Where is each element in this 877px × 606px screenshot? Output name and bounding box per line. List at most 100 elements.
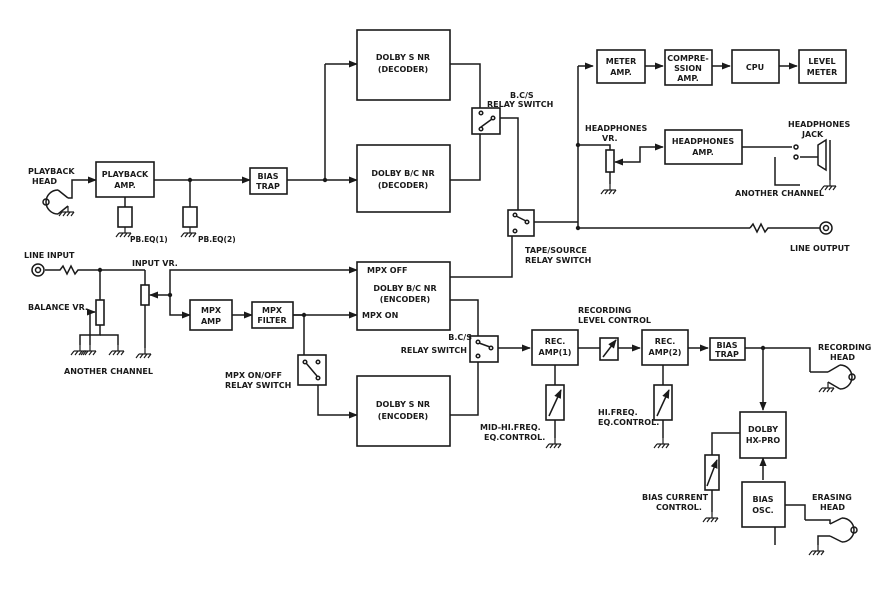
rec-amp1-block: REC. AMP(1) xyxy=(531,329,579,366)
meter-amp-line1: METER xyxy=(606,57,637,66)
erasing-head-label-2: HEAD xyxy=(820,503,845,512)
rec-amp2-line1: REC. xyxy=(655,337,676,346)
erasing-head-label-1: ERASING xyxy=(812,493,852,502)
compression-amp-line3: AMP. xyxy=(677,74,699,83)
hi-freq-label-2: EQ.CONTROL. xyxy=(598,418,659,427)
headphones-jack-label-1: HEADPHONES xyxy=(788,120,851,129)
recording-head-label-2: HEAD xyxy=(830,353,855,362)
level-meter-line2: METER xyxy=(807,68,838,77)
balance-vr-pot xyxy=(70,299,125,356)
bc-relay-bottom-label-1: B.C/S xyxy=(448,333,472,342)
tape-source-label-1: TAPE/SOURCE xyxy=(525,246,587,255)
dolby-s-decoder-line2: (DECODER) xyxy=(378,65,428,74)
bias-osc-line1: BIAS xyxy=(752,495,773,504)
cpu-label: CPU xyxy=(746,63,764,72)
headphones-vr-label-1: HEADPHONES xyxy=(585,124,648,133)
headphones-amp-line2: AMP. xyxy=(692,148,714,157)
mpx-relay-switch xyxy=(297,354,327,386)
mpx-relay-label-2: RELAY SWITCH xyxy=(225,381,291,390)
level-meter-line1: LEVEL xyxy=(808,57,835,66)
bias-trap-bottom-block: BIAS TRAP xyxy=(709,337,746,361)
compression-amp-line2: SSION xyxy=(674,64,702,73)
headphones-amp-line1: HEADPHONES xyxy=(672,137,735,146)
balance-vr-label: BALANCE VR. xyxy=(28,303,88,312)
playback-amp-line2: AMP. xyxy=(114,181,136,190)
text-labels: PLAYBACK HEAD PB.EQ(1) PB.EQ(2) B.C/S RE… xyxy=(24,91,871,512)
dolby-bc-encoder-line2: (ENCODER) xyxy=(380,295,430,304)
playback-head-label-1: PLAYBACK xyxy=(28,167,75,176)
input-vr-label: INPUT VR. xyxy=(132,259,178,268)
bias-current-label-1: BIAS CURRENT xyxy=(642,493,709,502)
recording-level-pot xyxy=(599,337,619,361)
bias-trap-top-line2: TRAP xyxy=(256,182,280,191)
headphones-jack-icon xyxy=(793,138,837,191)
input-vr-pot xyxy=(135,284,159,359)
mid-hi-eq-pot xyxy=(545,384,565,449)
compression-amp-line1: COMPRE- xyxy=(667,54,708,63)
recording-level-label-2: LEVEL CONTROL xyxy=(578,316,651,325)
bias-osc-block: BIAS OSC. xyxy=(741,481,786,528)
mpx-off-label: MPX OFF xyxy=(367,266,408,275)
rec-amp2-block: REC. AMP(2) xyxy=(641,329,689,366)
mpx-relay-label-1: MPX ON/OFF xyxy=(225,371,282,380)
dolby-hx-pro-line2: HX-PRO xyxy=(746,436,781,445)
mpx-amp-block: MPX AMP xyxy=(189,299,233,331)
mid-hi-freq-label-1: MID-HI.FREQ. xyxy=(480,423,541,432)
rec-amp1-line2: AMP(1) xyxy=(539,348,572,357)
tape-source-label-2: RELAY SWITCH xyxy=(525,256,591,265)
playback-head-label-2: HEAD xyxy=(32,177,57,186)
line-input-label: LINE INPUT xyxy=(24,251,75,260)
pb-eq1-label: PB.EQ(1) xyxy=(130,235,168,244)
pb-eq1-component xyxy=(115,206,133,238)
mpx-filter-line1: MPX xyxy=(262,306,283,315)
bias-current-label-2: CONTROL. xyxy=(656,503,702,512)
mpx-filter-line2: FILTER xyxy=(257,316,286,325)
hi-freq-label-1: HI.FREQ. xyxy=(598,408,638,417)
level-meter-block: LEVEL METER xyxy=(798,49,847,84)
compression-amp-block: COMPRE- SSION AMP. xyxy=(664,49,713,86)
mpx-amp-line1: MPX xyxy=(201,306,222,315)
another-channel-bottom-label: ANOTHER CHANNEL xyxy=(64,367,153,376)
dolby-hx-pro-block: DOLBY HX-PRO xyxy=(739,411,787,459)
bias-osc-line2: OSC. xyxy=(752,506,773,515)
another-channel-top-label: ANOTHER CHANNEL xyxy=(735,189,824,198)
tape-source-relay-switch xyxy=(507,209,535,237)
dolby-s-encoder-line1: DOLBY S NR xyxy=(376,400,430,409)
mpx-on-label: MPX ON xyxy=(362,311,398,320)
rec-amp2-line2: AMP(2) xyxy=(649,348,682,357)
meter-amp-block: METER AMP. xyxy=(596,49,646,84)
pb-eq2-label: PB.EQ(2) xyxy=(198,235,236,244)
dolby-s-decoder-line1: DOLBY S NR xyxy=(376,53,430,62)
bc-relay-bottom-label-2: RELAY SWITCH xyxy=(401,346,467,355)
recording-head-icon xyxy=(810,364,856,393)
bc-relay-bottom-switch xyxy=(469,335,499,363)
headphones-vr-label-2: VR. xyxy=(602,134,618,143)
line-input-jack-icon xyxy=(31,263,45,277)
mpx-amp-line2: AMP xyxy=(201,317,221,326)
dolby-hx-pro-line1: DOLBY xyxy=(748,425,778,434)
recording-head-label-1: RECORDING xyxy=(818,343,871,352)
bc-relay-top-label-1: B.C/S xyxy=(510,91,534,100)
dolby-bc-decoder-line2: (DECODER) xyxy=(378,181,428,190)
rec-amp1-line1: REC. xyxy=(545,337,566,346)
line-output-jack-icon xyxy=(819,221,833,235)
bc-relay-top-switch xyxy=(471,107,501,135)
mid-hi-freq-label-2: EQ.CONTROL. xyxy=(484,433,545,442)
bc-relay-top-label-2: RELAY SWITCH xyxy=(487,100,553,109)
bias-current-pot xyxy=(702,454,720,523)
dolby-s-encoder-block: DOLBY S NR (ENCODER) xyxy=(356,375,451,447)
dolby-bc-decoder-block: DOLBY B/C NR (DECODER) xyxy=(356,144,451,213)
playback-amp-block: PLAYBACK AMP. xyxy=(95,161,155,198)
dolby-bc-encoder-block: MPX OFF DOLBY B/C NR (ENCODER) MPX ON xyxy=(356,261,451,331)
bias-trap-top-block: BIAS TRAP xyxy=(249,167,288,195)
dolby-s-decoder-block: DOLBY S NR (DECODER) xyxy=(356,29,451,101)
erasing-head-icon xyxy=(805,517,858,556)
recording-level-label-1: RECORDING xyxy=(578,306,631,315)
bias-trap-top-line1: BIAS xyxy=(257,172,278,181)
mpx-filter-block: MPX FILTER xyxy=(251,301,294,329)
line-output-label: LINE OUTPUT xyxy=(790,244,850,253)
headphones-vr-pot xyxy=(600,149,624,195)
headphones-jack-label-2: JACK xyxy=(801,130,824,139)
dolby-s-encoder-line2: (ENCODER) xyxy=(378,412,428,421)
